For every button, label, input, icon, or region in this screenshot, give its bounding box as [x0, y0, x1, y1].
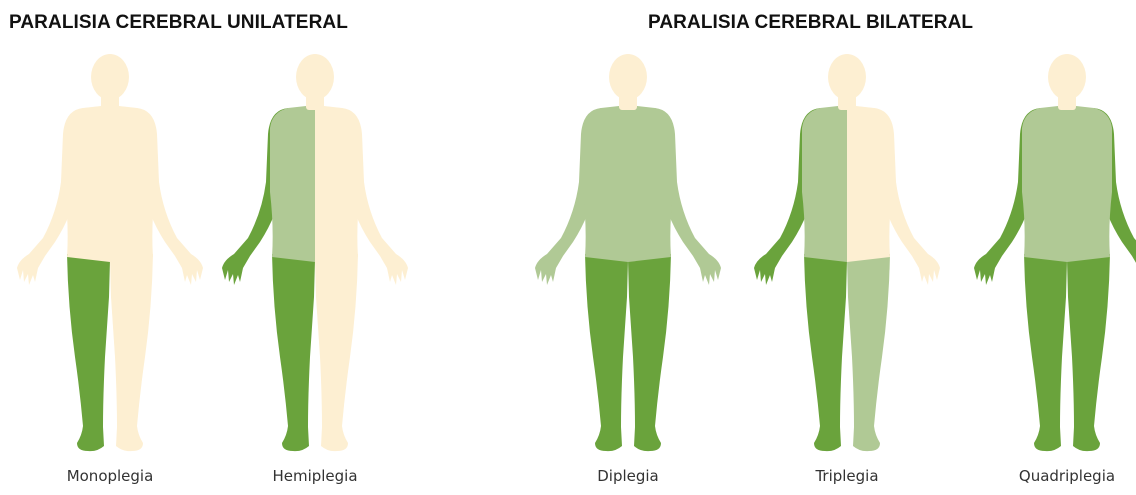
body-diagram-diplegia — [523, 42, 733, 462]
torso-left-region — [315, 104, 360, 262]
caption-monoplegia: Monoplegia — [5, 467, 215, 485]
leg-left-region — [1067, 254, 1110, 451]
body-diagram-quadriplegia — [962, 42, 1136, 462]
leg-left-region — [628, 254, 671, 451]
leg-right-region — [1024, 254, 1067, 451]
body-diagram-hemiplegia — [210, 42, 420, 462]
leg-left-region — [847, 254, 890, 451]
leg-left-region — [110, 254, 153, 451]
head-region — [296, 54, 334, 110]
figure-monoplegia: Monoplegia — [5, 42, 215, 495]
caption-hemiplegia: Hemiplegia — [210, 467, 420, 485]
torso-right-region — [802, 104, 847, 262]
leg-right-region — [67, 254, 110, 451]
leg-right-region — [804, 254, 847, 451]
torso-right-region — [65, 104, 110, 262]
torso-left-region — [847, 104, 892, 262]
figure-triplegia: Triplegia — [742, 42, 952, 495]
torso-left-region — [628, 104, 673, 262]
bilateral-title: PARALISIA CEREBRAL BILATERAL — [648, 12, 973, 34]
leg-right-region — [272, 254, 315, 451]
leg-left-region — [315, 254, 358, 451]
head-region — [609, 54, 647, 110]
unilateral-title: PARALISIA CEREBRAL UNILATERAL — [9, 12, 348, 34]
caption-triplegia: Triplegia — [742, 467, 952, 485]
body-diagram-triplegia — [742, 42, 952, 462]
figure-diplegia: Diplegia — [523, 42, 733, 495]
torso-right-region — [270, 104, 315, 262]
torso-right-region — [583, 104, 628, 262]
head-region — [828, 54, 866, 110]
head-region — [1048, 54, 1086, 110]
caption-quadriplegia: Quadriplegia — [962, 467, 1136, 485]
caption-diplegia: Diplegia — [523, 467, 733, 485]
torso-left-region — [1067, 104, 1112, 262]
torso-right-region — [1022, 104, 1067, 262]
figure-hemiplegia: Hemiplegia — [210, 42, 420, 495]
torso-left-region — [110, 104, 155, 262]
leg-right-region — [585, 254, 628, 451]
figure-quadriplegia: Quadriplegia — [962, 42, 1136, 495]
body-diagram-monoplegia — [5, 42, 215, 462]
head-region — [91, 54, 129, 110]
